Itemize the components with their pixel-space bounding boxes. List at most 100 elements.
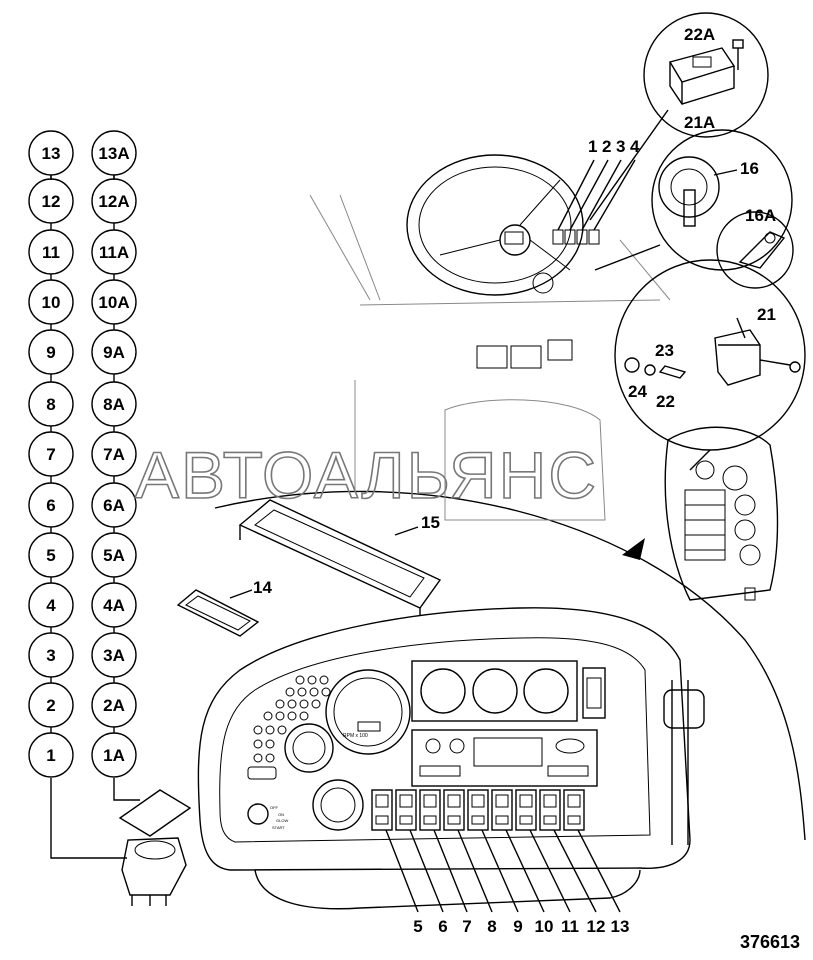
warning-lamp-cluster xyxy=(253,675,331,763)
bubble-label: 13 xyxy=(42,144,61,163)
warning-lamp-dot xyxy=(265,753,275,763)
tachometer-text: RPM x 100 xyxy=(343,733,368,739)
callout-22a: 22A xyxy=(684,25,715,44)
detail-circle-module: 22A 21A xyxy=(589,12,769,221)
bubble-label: 11 xyxy=(42,243,60,262)
bubble-label: 1 xyxy=(46,746,55,765)
callout-21a: 21A xyxy=(684,113,715,132)
bubble-right-circle xyxy=(91,732,137,778)
callout-2: 2 xyxy=(602,137,611,156)
callout-16a: 16A xyxy=(745,206,776,225)
rocker-switch xyxy=(491,789,513,831)
warning-lamp-dot xyxy=(253,753,263,763)
rocker-switch xyxy=(419,789,441,831)
callout-24: 24 xyxy=(628,382,647,401)
bubble-label: 8 xyxy=(46,395,55,414)
warning-lamp-dot xyxy=(299,699,309,709)
bubble-label: 12A xyxy=(98,192,129,211)
bubble-label: 3A xyxy=(103,646,125,665)
bubble-label: 4 xyxy=(46,596,56,615)
warning-lamp-dot xyxy=(297,687,307,697)
switch-callout-label: 6 xyxy=(438,917,447,936)
rocker-switch-bank xyxy=(371,789,585,831)
bubble-label: 8A xyxy=(103,395,125,414)
bubble-label: 2A xyxy=(103,696,125,715)
bubble-label: 7 xyxy=(46,445,55,464)
bubble-label: 9A xyxy=(103,343,125,362)
warning-lamp-dot xyxy=(253,739,263,749)
bubble-label: 9 xyxy=(46,343,55,362)
dashboard: RPM x 100 OFF ON GLOW START xyxy=(197,607,705,910)
warning-lamp-dot xyxy=(253,725,263,735)
callout-23: 23 xyxy=(655,341,674,360)
bubble-label: 5 xyxy=(46,546,55,565)
callout-3: 3 xyxy=(616,137,625,156)
detail-circle-box: 21 23 24 22 xyxy=(614,259,806,471)
warning-lamp-dot xyxy=(319,675,329,685)
warning-lamp-dot xyxy=(287,699,297,709)
rocker-switch xyxy=(539,789,561,831)
bubble-left-circle xyxy=(28,732,74,778)
warning-lamp-dot xyxy=(265,739,275,749)
steering-wheel-sketch xyxy=(309,154,671,490)
rocker-switch xyxy=(443,789,465,831)
warning-lamp-dot xyxy=(275,699,285,709)
warning-lamp-dot xyxy=(295,675,305,685)
callout-14: 14 xyxy=(253,578,272,597)
warning-lamp-dot xyxy=(311,699,321,709)
bubble-label: 5A xyxy=(103,546,125,565)
warning-lamp-dot xyxy=(287,711,297,721)
switch-callout-label: 13 xyxy=(611,917,630,936)
detail-circle-key: 16 16A xyxy=(594,129,794,289)
warning-lamp-dot xyxy=(285,687,295,697)
bubble-label: 12 xyxy=(42,192,61,211)
callout-1: 1 xyxy=(588,137,597,156)
warning-lamp-dot xyxy=(263,711,273,721)
watermark: АВТОАЛЬЯНС xyxy=(135,438,598,512)
rocker-switch xyxy=(563,789,585,831)
warning-lamp-dot xyxy=(275,711,285,721)
switch-callout-label: 8 xyxy=(487,917,496,936)
warning-lamp-dot xyxy=(307,675,317,685)
bubble-label: 7A xyxy=(103,445,125,464)
rocker-switch xyxy=(395,789,417,831)
bubble-label: 10 xyxy=(42,293,61,312)
bubble-label: 3 xyxy=(46,646,55,665)
key-label-off: OFF xyxy=(270,805,279,810)
bubble-label: 4A xyxy=(103,596,125,615)
bubble-label: 2 xyxy=(46,696,55,715)
switch-callout-label: 5 xyxy=(413,917,422,936)
rocker-switch xyxy=(467,789,489,831)
callout-21: 21 xyxy=(757,305,776,324)
callout-22: 22 xyxy=(656,392,675,411)
warning-lamp-dot xyxy=(299,711,309,721)
switch-callout-label: 12 xyxy=(587,917,606,936)
key-label-start: START xyxy=(272,825,285,830)
callout-16: 16 xyxy=(740,159,759,178)
switch-callout-label: 7 xyxy=(462,917,471,936)
panel-15: 15 xyxy=(238,499,442,615)
warning-lamp-dot xyxy=(265,725,275,735)
panel-14: 14 xyxy=(176,578,272,637)
bubble-label: 6A xyxy=(103,496,125,515)
bubble-label: 10A xyxy=(98,293,129,312)
figure-number: 376613 xyxy=(740,932,800,952)
callout-4: 4 xyxy=(630,137,640,156)
switch-callout-label: 9 xyxy=(513,917,522,936)
warning-lamp-dot xyxy=(309,687,319,697)
bubble-label: 13A xyxy=(98,144,129,163)
warning-lamp-dot xyxy=(277,725,287,735)
bubble-label: 11A xyxy=(99,243,129,262)
warning-lamp-dot xyxy=(321,687,331,697)
rocker-switch xyxy=(371,789,393,831)
side-console xyxy=(664,426,779,601)
switch-callout-label: 10 xyxy=(535,917,554,936)
callout-15: 15 xyxy=(421,513,440,532)
bubble-label: 1A xyxy=(103,746,125,765)
rocker-switch xyxy=(515,789,537,831)
key-label-glow: GLOW xyxy=(276,818,288,823)
bubble-column-right: 13A 12A 11A 10A 9A 8A 7A 6A 5A 4A 3A 2A 1A xyxy=(91,130,137,778)
